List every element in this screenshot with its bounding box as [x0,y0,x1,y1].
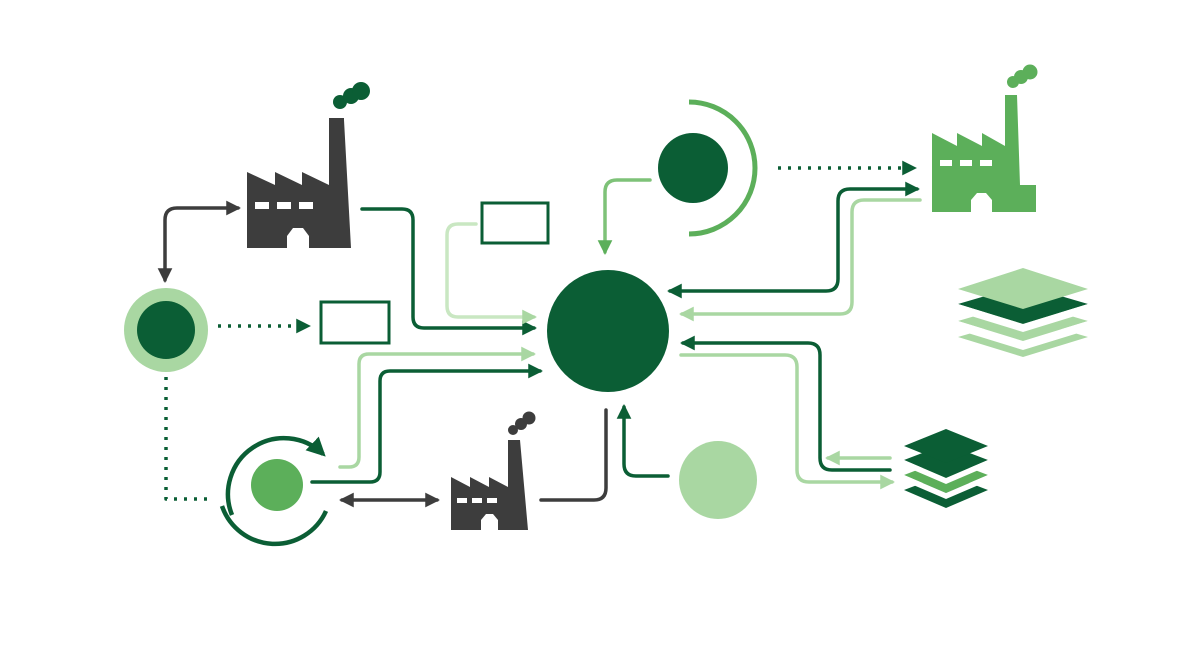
connector-box-to-hub [445,222,537,325]
factory-icon [932,64,1038,212]
connector-factory-to-hub [360,207,537,336]
connector-factory-right-to-hub-light [679,198,922,322]
arc-node-top [658,99,758,237]
light-circle-bottom [679,441,757,519]
connector-factory-right-to-hub-dark [667,181,920,299]
connector-hub-to-layers-light [679,353,895,490]
connector-cycle-to-hub-light [338,346,536,469]
connector-light-circle-to-hub [616,404,670,478]
connector-arc-node-to-hub [597,178,652,255]
connector-layers-to-hub-dark [680,335,892,472]
layers-stack-icon [958,268,1088,357]
connector-ring-to-cycle-dotted [164,377,208,501]
empty-box-top [480,201,550,245]
factory-icon [247,82,370,248]
layers-stack-icon [904,429,988,508]
connector-ring-to-factory [157,200,241,283]
connector-factory-bottom-to-hub [539,408,608,502]
cycle-node-bottom-left [219,435,329,547]
empty-box-left [319,300,391,345]
factory-icon [451,411,536,530]
hub-circle [547,270,669,392]
connector-cycle-to-hub-dark [310,363,543,484]
ring-node-left [124,288,208,372]
